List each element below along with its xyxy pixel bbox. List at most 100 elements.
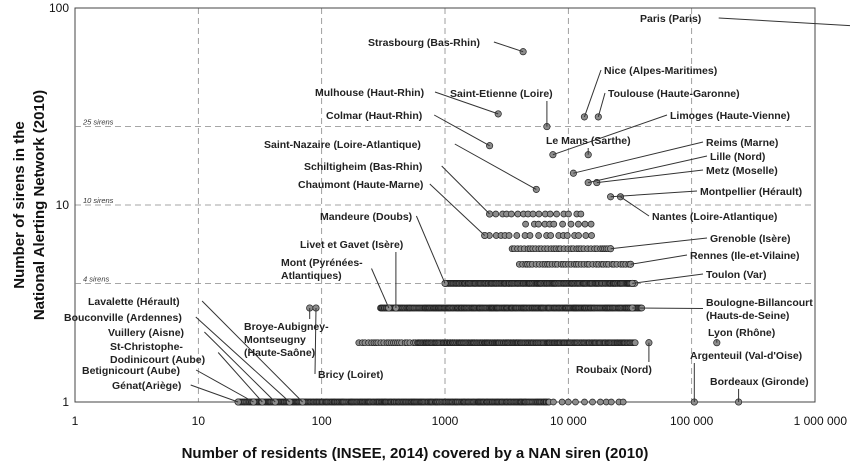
reference-line-label: 25 sirens (82, 118, 114, 127)
leader-line (588, 155, 708, 184)
y-tick-label: 10 (56, 198, 70, 212)
leader-line (195, 369, 254, 403)
data-point (526, 232, 534, 239)
data-point (553, 210, 560, 218)
data-point (581, 398, 588, 406)
leader-line (583, 69, 602, 118)
city-label: Toulon (Var) (706, 269, 766, 281)
city-label: Lavalette (Hérault) (88, 296, 180, 308)
city-label: Toulouse (Haute-Garonne) (608, 88, 740, 100)
city-label: Bordeaux (Gironde) (710, 376, 809, 388)
city-label: Mandeure (Doubs) (320, 211, 412, 223)
leader-line (632, 273, 704, 284)
city-label: Betignicourt (Aube) (82, 365, 180, 377)
city-label: Broye-Aubigney-Montseugny(Haute-Saône) (244, 321, 329, 359)
x-tick-label: 1000 (432, 414, 459, 428)
data-point (588, 232, 595, 239)
data-point (559, 220, 566, 228)
data-point (587, 220, 595, 228)
city-label: Nantes (Loire-Atlantique) (652, 211, 777, 223)
leader-line (314, 307, 317, 375)
data-point (558, 398, 566, 406)
data-points (234, 48, 743, 406)
city-label: Vuillery (Aisne) (108, 327, 184, 339)
city-label: Bricy (Loiret) (318, 369, 383, 381)
city-label: Lyon (Rhône) (708, 327, 775, 339)
data-point (631, 339, 639, 347)
city-label: Génat(Ariège) (112, 380, 181, 392)
city-label: Saint-Etienne (Loire) (450, 88, 553, 100)
data-point (589, 398, 596, 406)
city-label: Saint-Nazaire (Loire-Atlantique) (264, 139, 421, 151)
leader-line (493, 41, 524, 53)
leader-line (441, 165, 490, 215)
data-point (546, 210, 554, 218)
data-point (529, 210, 537, 218)
city-label: Lille (Nord) (710, 151, 765, 163)
leader-line (433, 114, 490, 147)
x-tick-label: 1 000 000 (794, 414, 848, 428)
city-label: Paris (Paris) (640, 13, 701, 25)
data-point (619, 398, 627, 406)
city-label: Colmar (Haut-Rhin) (326, 110, 422, 122)
city-label: Mulhouse (Haut-Rhin) (315, 87, 424, 99)
leader-line (217, 352, 263, 403)
leader-line (573, 141, 704, 174)
leader-line (204, 331, 276, 403)
data-point (550, 220, 558, 228)
leader-line (718, 17, 850, 27)
city-label: Rennes (Ile-et-Vilaine) (690, 250, 800, 262)
data-point (575, 220, 582, 228)
city-label: Montpellier (Hérault) (700, 186, 802, 198)
data-point (572, 398, 579, 406)
y-tick-label: 1 (62, 395, 69, 409)
leader-line (630, 254, 688, 265)
data-point (564, 398, 572, 406)
city-label: Reims (Marne) (706, 137, 778, 149)
y-axis-ticks: 1 10 100 (49, 1, 69, 409)
city-label: Grenoble (Isère) (710, 233, 791, 245)
city-label: Le Mans (Sarthe) (546, 135, 631, 147)
reference-line-label: 4 sirens (83, 274, 110, 283)
data-point (535, 232, 542, 239)
y-tick-label: 100 (49, 1, 69, 15)
data-point (607, 398, 615, 406)
data-point (547, 232, 555, 239)
data-point (514, 210, 522, 218)
leader-line (610, 237, 708, 250)
city-label: Limoges (Haute-Vienne) (670, 110, 790, 122)
reference-line-label: 10 sirens (83, 196, 114, 205)
data-point (535, 210, 543, 218)
data-point (575, 232, 582, 239)
x-tick-label: 10 (192, 414, 206, 428)
y-axis-title-line-1: Number of sirens in the (11, 121, 28, 289)
leader-line (415, 215, 446, 284)
city-label: Chaumont (Haute-Marne) (298, 179, 423, 191)
leader-line (434, 91, 499, 115)
leader-line (596, 169, 704, 184)
data-point (577, 210, 585, 218)
x-axis-title: Number of residents (INSEE, 2014) covere… (182, 445, 649, 462)
leader-line (190, 384, 239, 403)
city-label: Argenteuil (Val-d'Oise) (690, 350, 802, 362)
y-axis-title-group: Number of sirens in the National Alertin… (11, 90, 48, 320)
data-point (582, 232, 590, 239)
leader-line (552, 114, 668, 156)
city-label: Boulogne-Billancourt(Hauts-de-Seine) (706, 297, 813, 322)
city-label: Roubaix (Nord) (576, 364, 652, 376)
data-point (597, 398, 604, 406)
data-point (581, 220, 589, 228)
x-tick-label: 10 000 (550, 414, 587, 428)
y-axis-title-line-2: National Alerting Network (2010) (31, 90, 48, 320)
leader-line (632, 307, 704, 309)
leader-line (195, 316, 290, 403)
data-point-labeled (594, 113, 602, 121)
data-point (522, 220, 529, 228)
city-label: Bouconville (Ardennes) (64, 312, 182, 324)
data-point (563, 232, 571, 239)
data-point (567, 220, 575, 228)
city-label: Mont (Pyrénées-Atlantiques) (281, 257, 363, 282)
data-point (492, 210, 500, 218)
data-point (565, 210, 572, 218)
